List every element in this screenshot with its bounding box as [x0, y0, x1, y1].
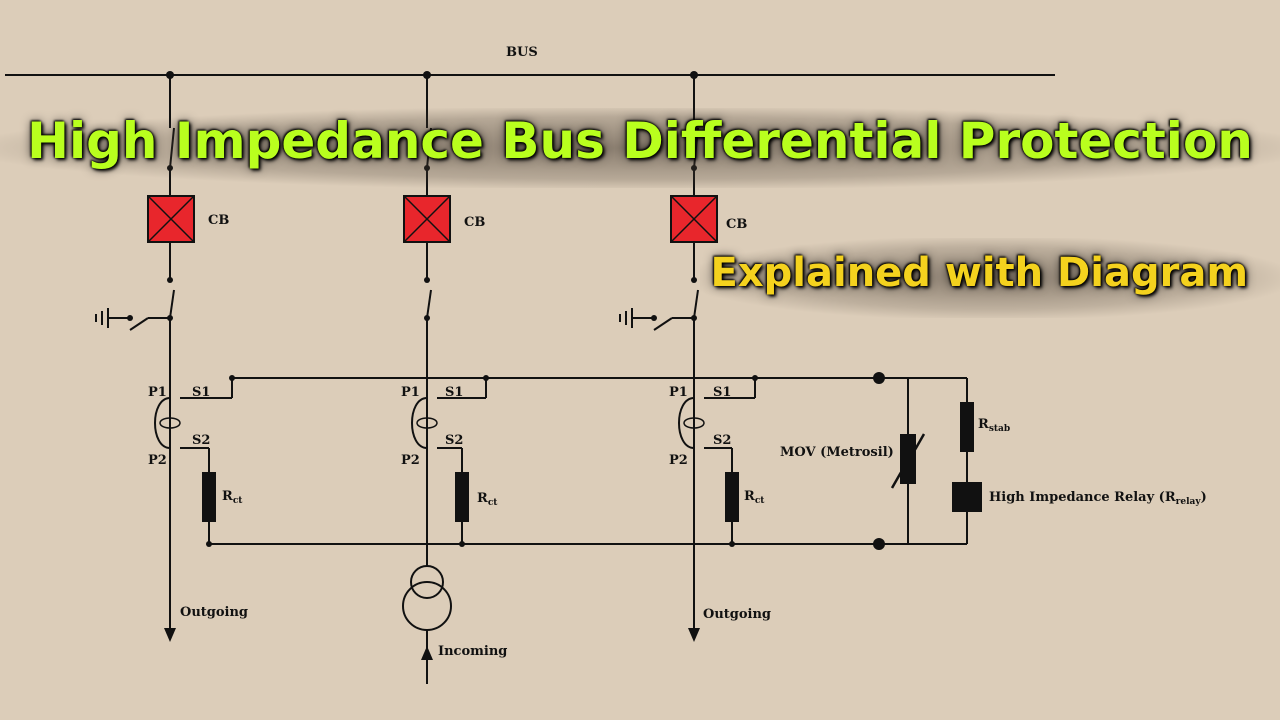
ct-resistor-1 [202, 472, 216, 522]
mov-metrosil [890, 378, 926, 544]
circuit-breaker-2 [403, 195, 451, 243]
stabilising-resistor [960, 402, 974, 452]
rct-label-1: Rct [222, 489, 243, 506]
transformer-symbol [402, 565, 452, 631]
s1-label-2: S1 [445, 385, 463, 400]
current-transformer-3 [678, 378, 756, 472]
p1-label-3: P1 [669, 385, 688, 400]
circuit-breaker-1 [147, 195, 195, 243]
cb-label-2: CB [464, 215, 485, 230]
terminal-bottom [873, 538, 885, 550]
cb-label-1: CB [208, 213, 229, 228]
current-transformer-2 [411, 378, 487, 472]
p1-label-1: P1 [148, 385, 167, 400]
p2-label-3: P2 [669, 453, 688, 468]
mov-label: MOV (Metrosil) [780, 445, 894, 460]
cb-label-3: CB [726, 217, 747, 232]
main-title: High Impedance Bus Differential Protecti… [27, 112, 1253, 170]
incoming-arrow [421, 646, 433, 660]
outgoing-arrow-3 [688, 628, 700, 642]
earth-switch-3 [619, 308, 694, 331]
rct-label-2: Rct [477, 491, 498, 508]
rct-label-3: Rct [744, 489, 765, 506]
outgoing-label-1: Outgoing [180, 605, 248, 620]
outgoing-label-3: Outgoing [703, 607, 771, 622]
p2-label-1: P2 [148, 453, 167, 468]
ct-resistor-3 [725, 472, 739, 522]
bus-label: BUS [506, 45, 538, 60]
high-impedance-relay [952, 482, 982, 512]
subtitle: Explained with Diagram [710, 250, 1248, 296]
earth-switch-1 [95, 308, 170, 331]
s2-label-1: S2 [192, 433, 210, 448]
current-transformer-1 [154, 378, 233, 472]
s2-label-2: S2 [445, 433, 463, 448]
p1-label-2: P1 [401, 385, 420, 400]
secondary-wiring [206, 372, 967, 550]
circuit-breaker-3 [670, 195, 718, 243]
s1-label-1: S1 [192, 385, 210, 400]
feeder-3-outgoing: CB P1 S1 S2 P2 Rct Outgoi [619, 71, 771, 642]
ct-resistor-2 [455, 472, 469, 522]
feeder-2-incoming: CB P1 S1 S2 P2 Rct Incoming [401, 71, 507, 684]
rstab-label: Rstab [978, 417, 1010, 434]
subtitle-shadow-band [700, 238, 1280, 318]
relay-branch [952, 378, 982, 544]
s1-label-3: S1 [713, 385, 731, 400]
incoming-label: Incoming [438, 644, 507, 659]
s2-label-3: S2 [713, 433, 731, 448]
terminal-top [873, 372, 885, 384]
outgoing-arrow-1 [164, 628, 176, 642]
relay-label: High Impedance Relay (Rrelay) [989, 490, 1207, 507]
title-shadow-band [0, 108, 1280, 188]
p2-label-2: P2 [401, 453, 420, 468]
